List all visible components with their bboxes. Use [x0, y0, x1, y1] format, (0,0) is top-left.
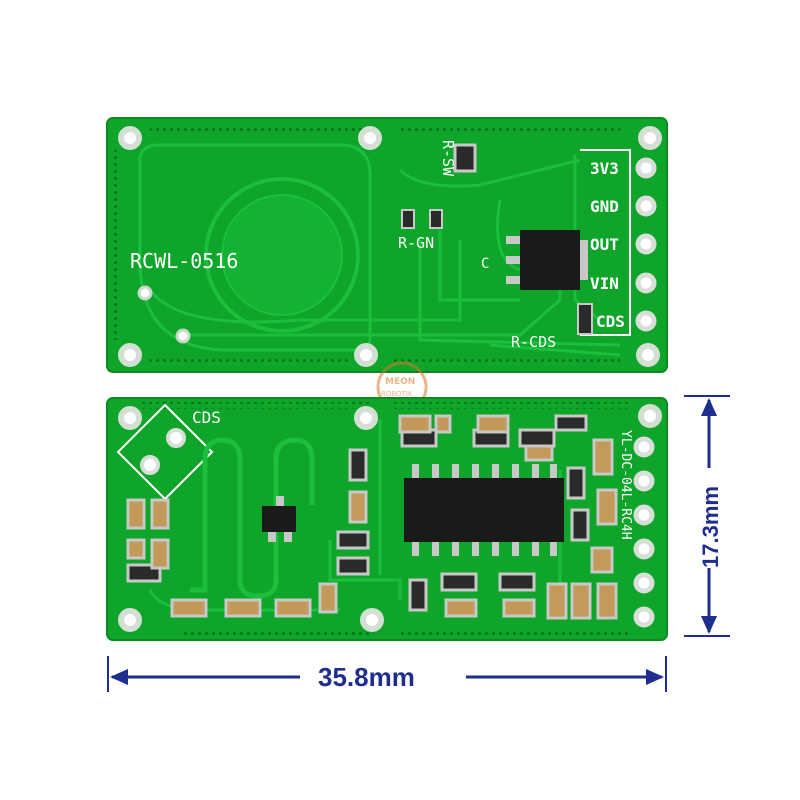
dimension-width: 35.8mm — [107, 656, 667, 692]
arrow-up-icon — [701, 398, 717, 416]
arrow-right-icon — [646, 669, 664, 685]
pcb-bottom: CDS — [106, 397, 668, 641]
header-pins — [635, 157, 657, 332]
pin-label-cds: CDS — [596, 312, 625, 331]
dimension-height: 17.3mm — [684, 395, 730, 637]
via-row — [150, 358, 350, 365]
via-hole — [175, 328, 191, 344]
model-label: RCWL-0516 — [130, 249, 238, 273]
smd-components — [401, 143, 593, 335]
serpentine-trace — [190, 437, 315, 599]
via-row — [400, 628, 630, 635]
via-row — [400, 124, 620, 131]
voltage-regulator — [506, 230, 588, 290]
main-ic — [404, 464, 564, 556]
transistor — [262, 496, 296, 542]
antenna-disc — [221, 194, 343, 316]
antenna-ring — [204, 177, 360, 333]
watermark-line1: MEON — [385, 377, 415, 387]
via-row — [390, 402, 630, 409]
width-label: 35.8mm — [318, 662, 415, 692]
cds-pad — [140, 455, 160, 475]
header-pins — [633, 436, 655, 628]
edge-label: YL-DC-04L-RC4H — [618, 430, 633, 540]
pin-label-gnd: GND — [590, 197, 619, 216]
cds-label: CDS — [192, 408, 221, 427]
watermark-line2: ROBOTIK — [381, 390, 413, 398]
r-cds-label: R-CDS — [511, 333, 556, 351]
height-label: 17.3mm — [698, 486, 723, 568]
arrow-down-icon — [701, 616, 717, 634]
via-row — [390, 358, 620, 365]
via-row — [150, 124, 370, 131]
pcb-top: RCWL-0516 R-SW R-GN C R-CDS 3V3 GND OUT … — [106, 117, 668, 373]
via-hole — [137, 285, 153, 301]
pin-label-vin: VIN — [590, 274, 619, 293]
via-column — [113, 150, 120, 340]
antenna-outline — [138, 143, 372, 352]
mounting-holes — [118, 404, 662, 632]
r-sw-label: R-SW — [439, 140, 457, 177]
cds-pad — [166, 428, 186, 448]
via-row — [180, 628, 370, 635]
r-gn-label: R-GN — [398, 234, 434, 252]
arrow-left-icon — [110, 669, 128, 685]
smd-components — [126, 414, 618, 620]
via-row — [140, 402, 370, 409]
c-label: C — [481, 256, 489, 272]
pin-label-box — [580, 149, 631, 336]
pin-label-3v3: 3V3 — [590, 159, 619, 178]
pin-label-out: OUT — [590, 235, 619, 254]
mounting-holes — [118, 126, 662, 367]
